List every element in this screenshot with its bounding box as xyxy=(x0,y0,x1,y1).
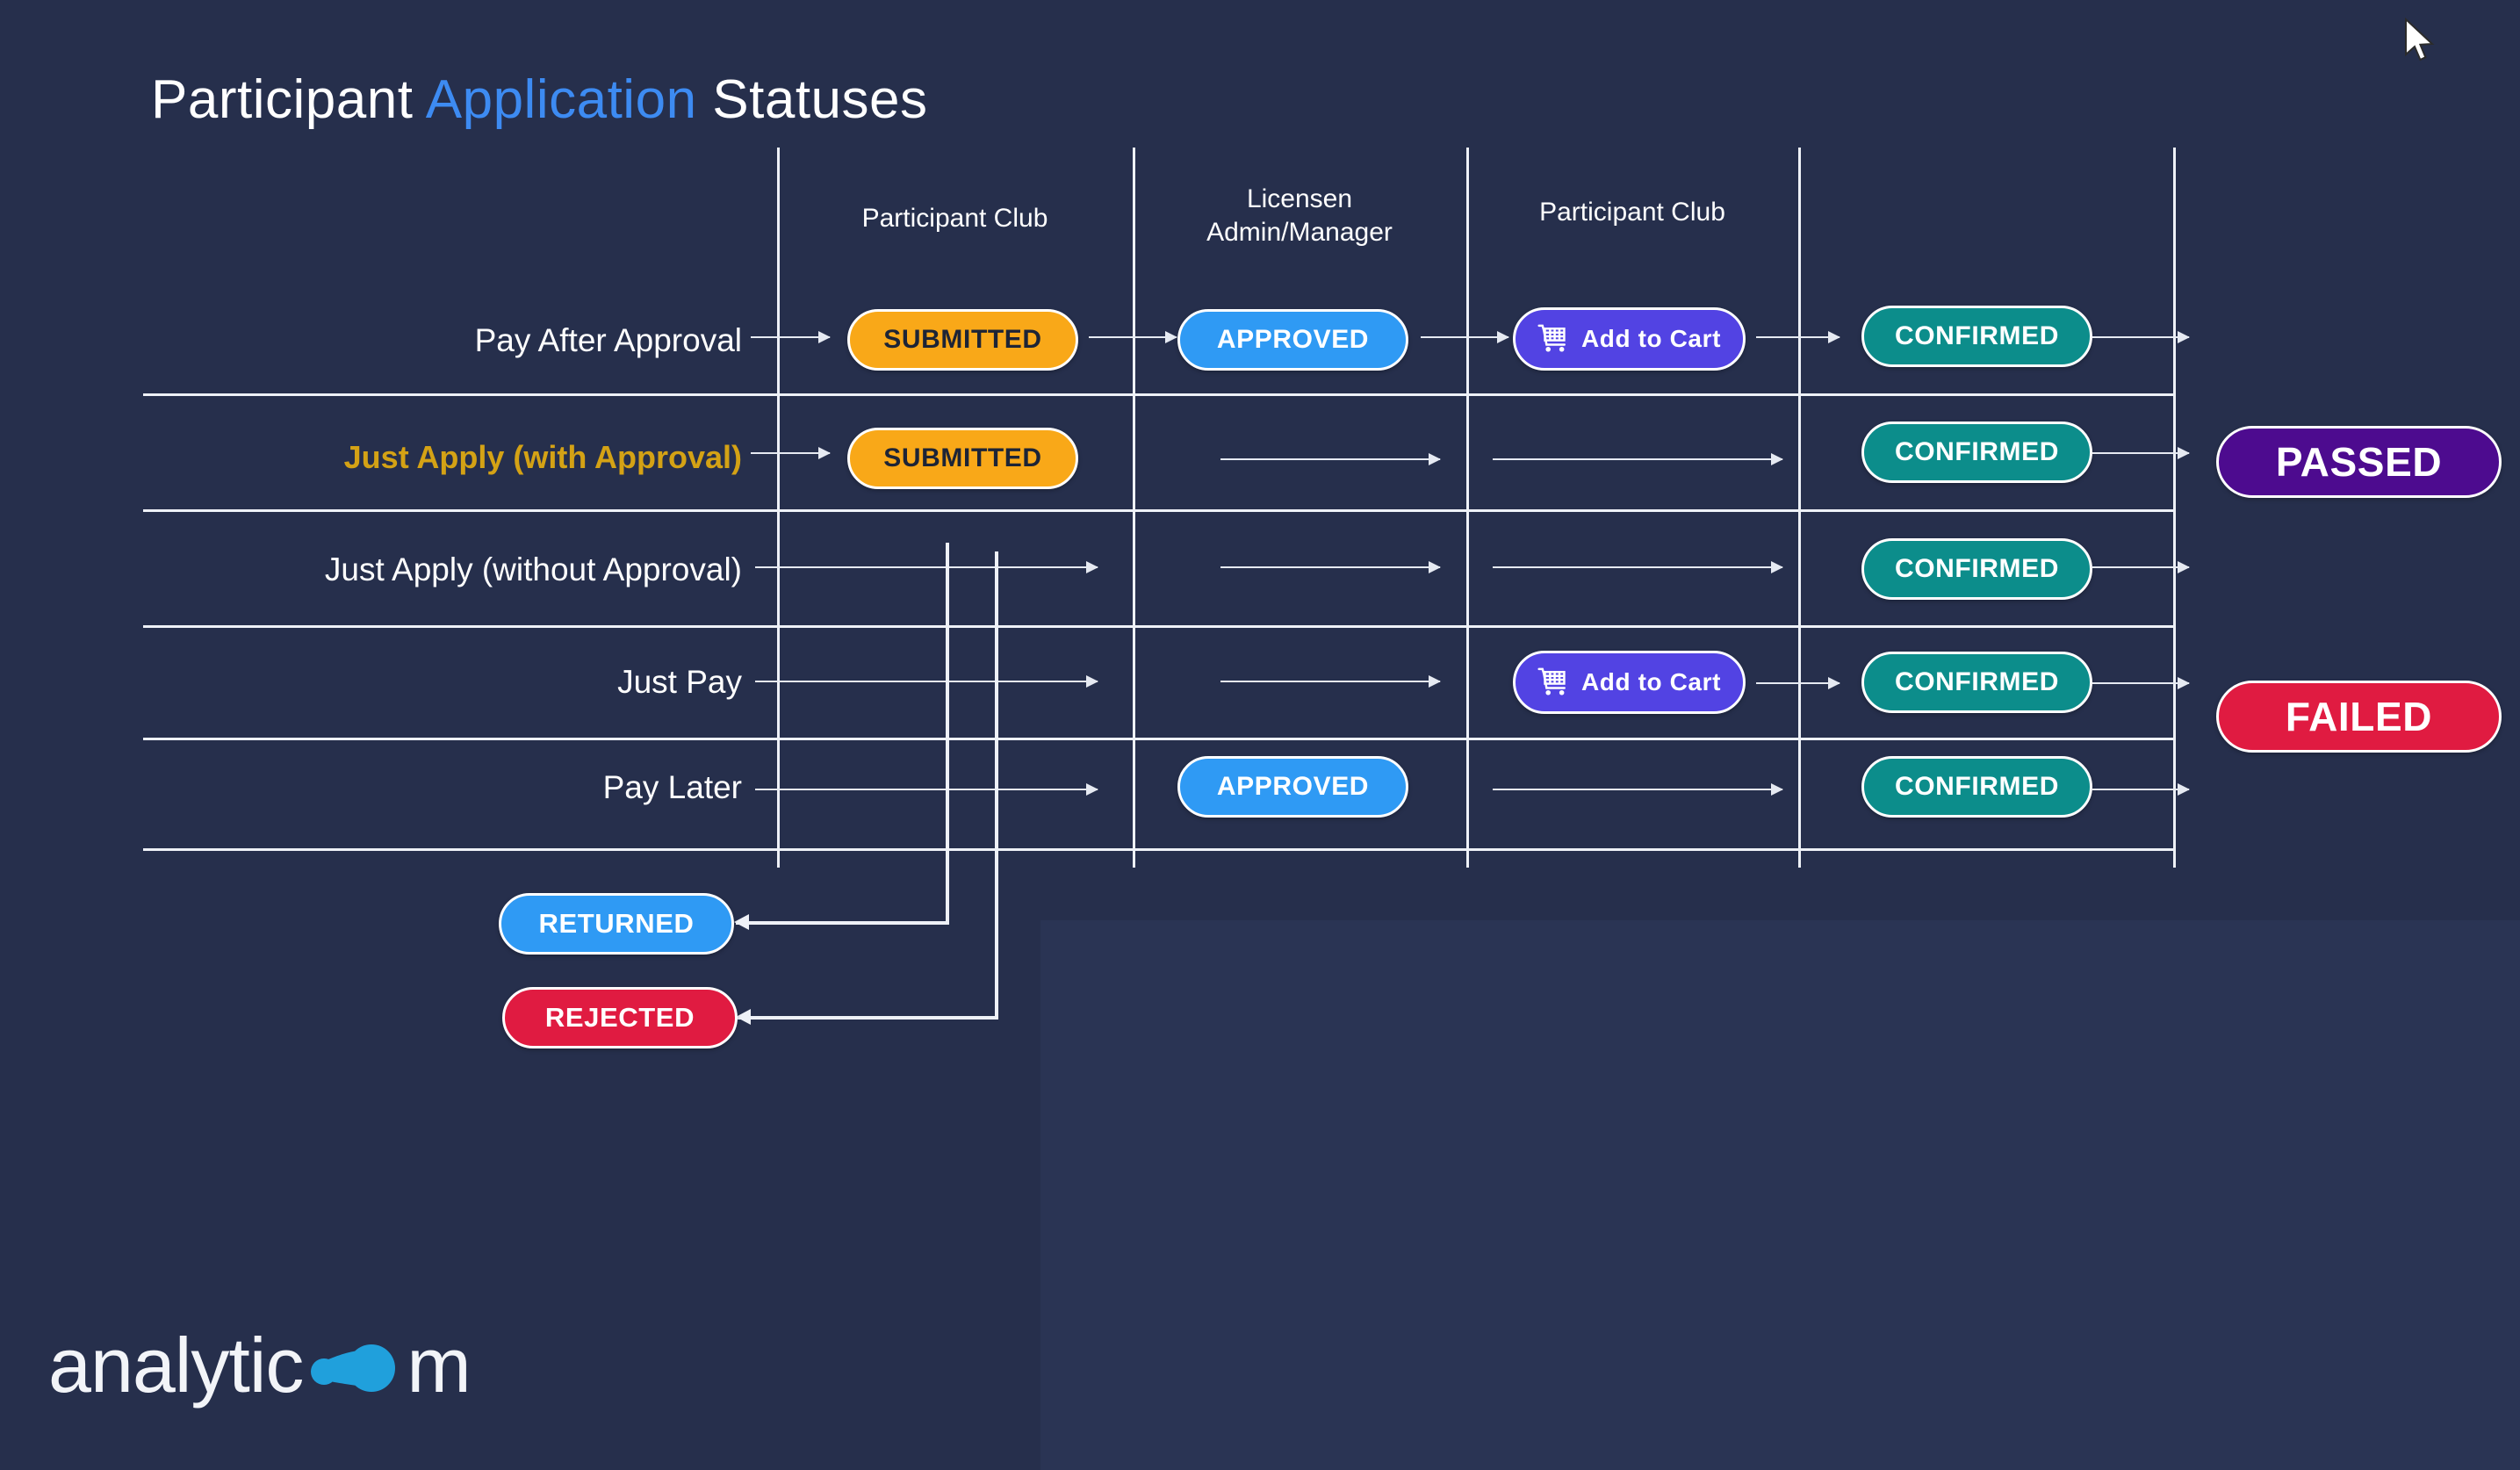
grid-hline-2 xyxy=(143,509,2173,512)
status-pill-submitted-row2[interactable]: SUBMITTED xyxy=(847,428,1078,489)
status-pill-approved-row5[interactable]: APPROVED xyxy=(1177,756,1408,818)
status-pill-add-to-cart-row1[interactable]: Add to Cart xyxy=(1513,307,1746,371)
arrow-row4-entry xyxy=(755,675,1098,688)
shopping-cart-icon xyxy=(1537,324,1571,354)
arrow-row3-c2-skip xyxy=(1220,561,1441,573)
brand-logo-text-before: analytic xyxy=(48,1322,304,1409)
grid-vline-3 xyxy=(1466,148,1469,868)
status-pill-add-to-cart-label-row4: Add to Cart xyxy=(1580,668,1722,695)
arrow-row1-exit xyxy=(2092,331,2190,343)
grid-hline-5 xyxy=(143,848,2173,851)
outcome-pill-failed[interactable]: FAILED xyxy=(2216,681,2502,753)
row-label-just-apply-without-approval: Just Apply (without Approval) xyxy=(324,551,742,587)
arrow-row4-exit xyxy=(2092,677,2190,689)
status-pill-confirmed-row5[interactable]: CONFIRMED xyxy=(1861,756,2092,818)
row-label-just-pay: Just Pay xyxy=(617,664,742,700)
arrow-row4-c3-c4 xyxy=(1756,677,1840,689)
status-pill-approved-row1[interactable]: APPROVED xyxy=(1177,309,1408,371)
status-pill-confirmed-row4[interactable]: CONFIRMED xyxy=(1861,652,2092,713)
connector-returned-horizontal xyxy=(734,914,949,930)
status-pill-add-to-cart-label-row1: Add to Cart xyxy=(1580,325,1722,352)
arrow-row1-c1-c2 xyxy=(1089,331,1177,343)
status-pill-submitted-row1[interactable]: SUBMITTED xyxy=(847,309,1078,371)
grid-vline-2 xyxy=(1133,148,1135,868)
status-pill-rejected[interactable]: REJECTED xyxy=(502,987,738,1048)
grid-hline-4 xyxy=(143,738,2173,740)
mouse-cursor-icon xyxy=(2402,17,2437,71)
column-header-licensen-admin-manager: Licensen Admin/Manager xyxy=(1206,184,1393,247)
grid-hline-3 xyxy=(143,625,2173,628)
grid-vline-1 xyxy=(777,148,780,868)
arrow-row5-entry xyxy=(755,783,1098,796)
brand-logo-text-after: m xyxy=(407,1322,471,1409)
arrow-row1-c2-c3 xyxy=(1421,331,1509,343)
status-pill-confirmed-row1[interactable]: CONFIRMED xyxy=(1861,306,2092,367)
outcome-pill-passed[interactable]: PASSED xyxy=(2216,426,2502,498)
row-label-just-apply-with-approval: Just Apply (with Approval) xyxy=(343,439,742,475)
content-placeholder-panel xyxy=(1040,920,2520,1470)
arrow-row1-entry xyxy=(751,331,831,343)
grid-vline-4 xyxy=(1798,148,1801,868)
arrow-row2-c3-skip xyxy=(1493,453,1783,465)
page-title-prefix: Participant xyxy=(151,69,426,130)
connector-rejected-vertical xyxy=(995,551,998,1018)
page-title: Participant Application Statuses xyxy=(151,68,928,131)
arrow-row3-entry xyxy=(755,561,1098,573)
arrow-row3-exit xyxy=(2092,561,2190,573)
page-title-suffix: Statuses xyxy=(696,69,928,130)
arrow-row1-c3-c4 xyxy=(1756,331,1840,343)
status-pill-add-to-cart-row4[interactable]: Add to Cart xyxy=(1513,651,1746,714)
grid-hline-1 xyxy=(143,393,2173,396)
connector-returned-vertical xyxy=(946,543,949,923)
page-title-accent: Application xyxy=(425,69,697,130)
status-pill-returned[interactable]: RETURNED xyxy=(499,893,734,955)
arrow-row2-entry xyxy=(751,447,831,459)
arrow-row2-c2-skip xyxy=(1220,453,1441,465)
status-pill-confirmed-row2[interactable]: CONFIRMED xyxy=(1861,422,2092,483)
status-pill-confirmed-row3[interactable]: CONFIRMED xyxy=(1861,538,2092,600)
arrow-row5-exit xyxy=(2092,783,2190,796)
brand-logo-mark-icon xyxy=(303,1326,407,1405)
arrow-row5-c3-skip xyxy=(1493,783,1783,796)
column-header-participant-club-2: Participant Club xyxy=(1539,198,1725,227)
connector-rejected-horizontal xyxy=(736,1009,998,1025)
grid-vline-5 xyxy=(2173,148,2176,868)
shopping-cart-icon xyxy=(1537,667,1571,697)
arrow-row3-c3-skip xyxy=(1493,561,1783,573)
arrow-row4-c2-skip xyxy=(1220,675,1441,688)
brand-logo: analytic m xyxy=(48,1322,472,1409)
arrow-row2-exit xyxy=(2092,447,2190,459)
row-label-pay-later: Pay Later xyxy=(602,769,742,805)
row-label-pay-after-approval: Pay After Approval xyxy=(474,322,742,358)
column-header-participant-club-1: Participant Club xyxy=(861,204,1048,233)
